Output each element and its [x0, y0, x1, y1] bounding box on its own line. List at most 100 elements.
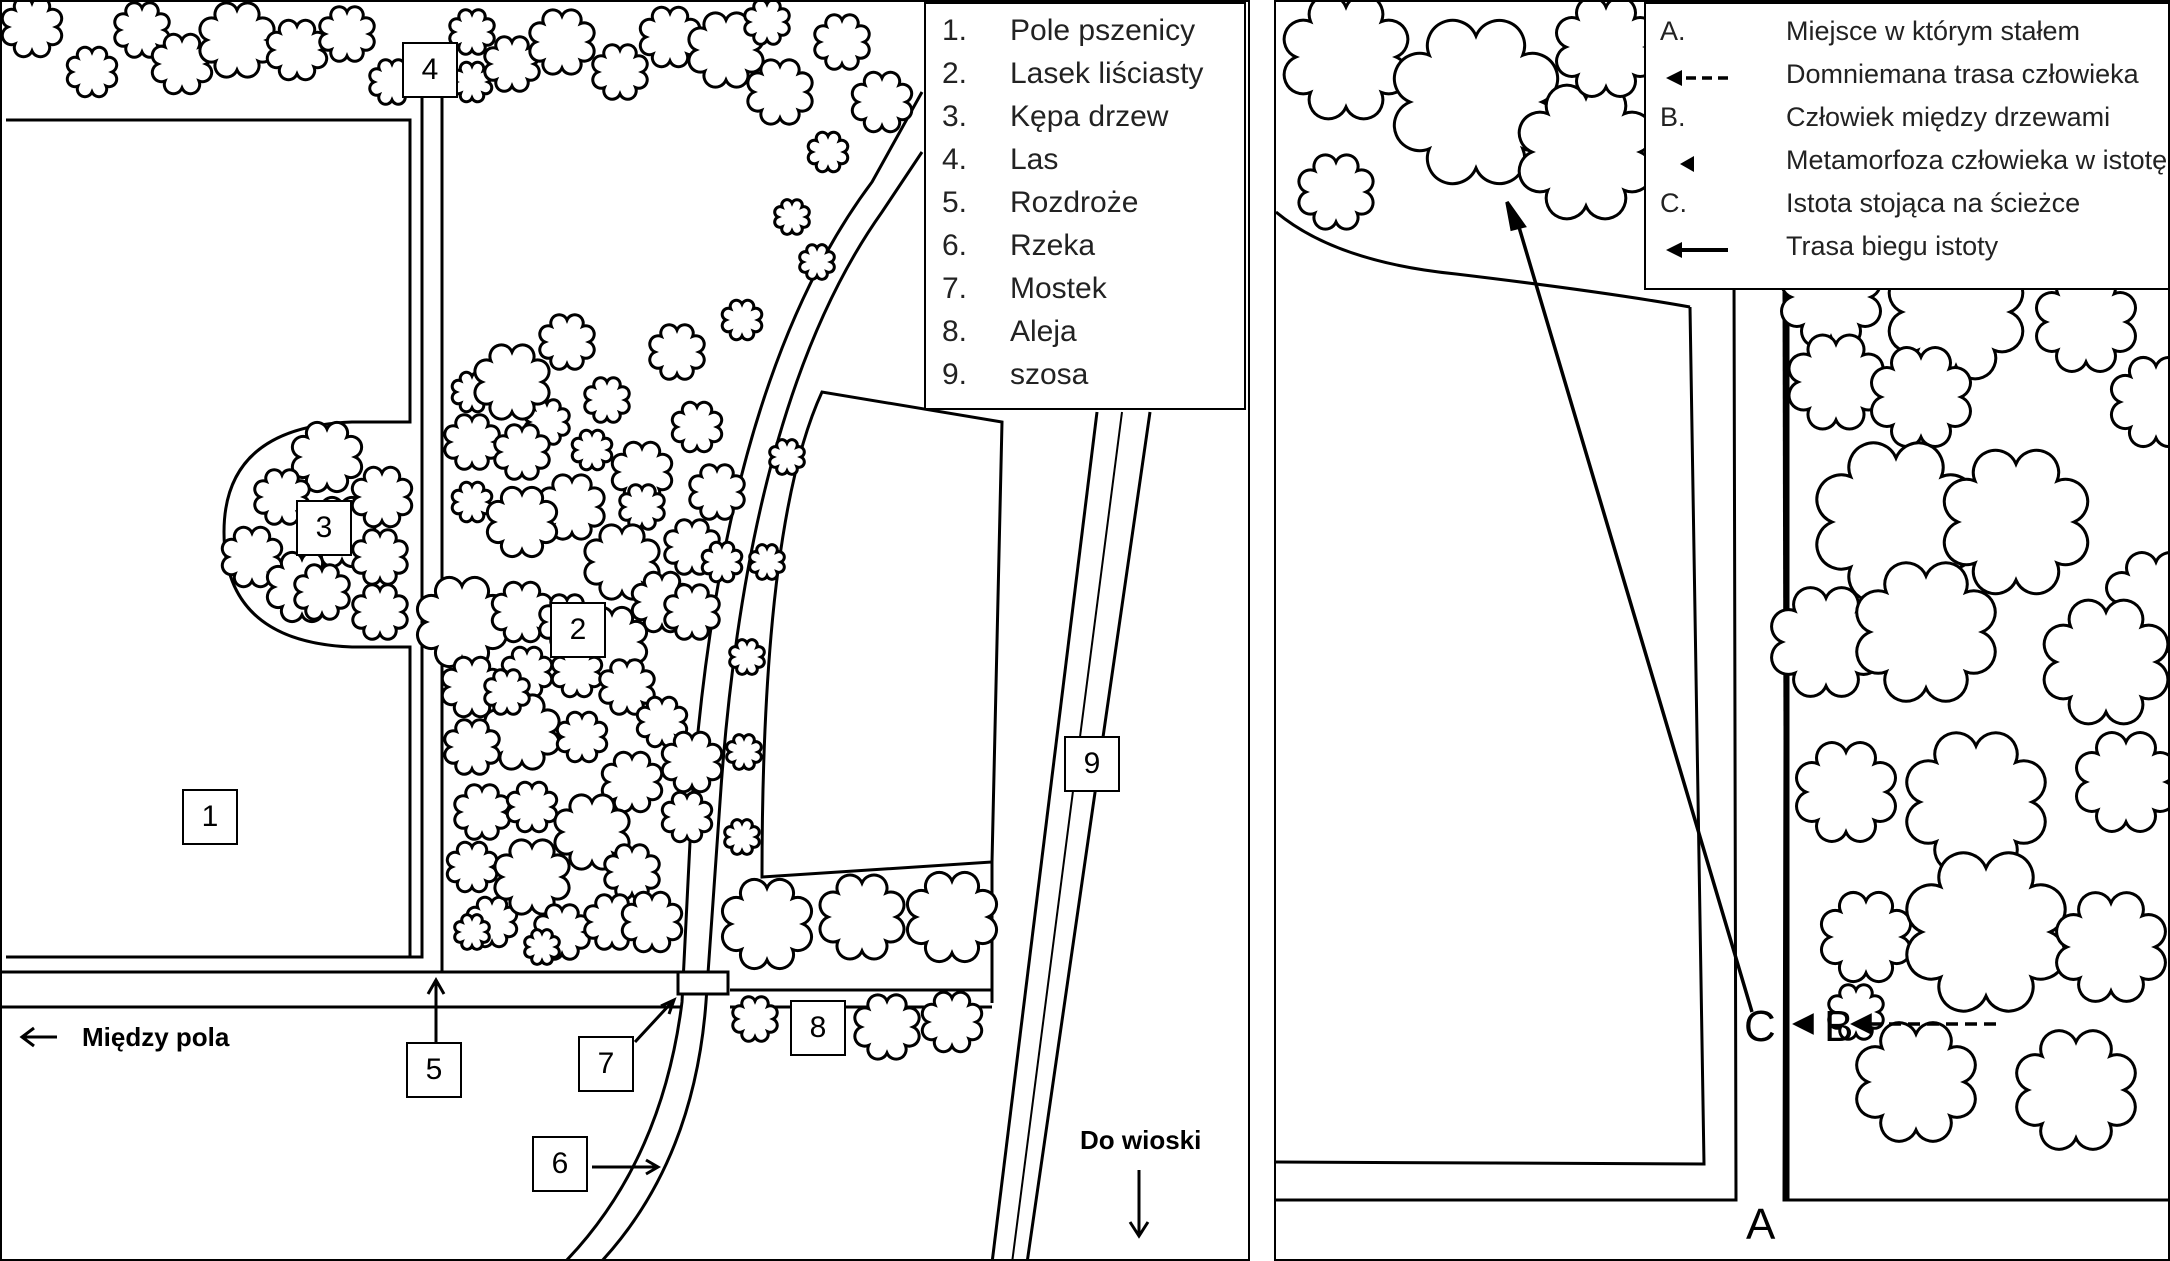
right-legend-label: Trasa biegu istoty: [1786, 231, 1999, 261]
left-tree-icon: [806, 130, 850, 174]
left-tree-icon: [65, 45, 119, 99]
left-legend-number: 2.: [942, 57, 968, 90]
left-tree-icon: [746, 58, 814, 126]
left-legend-label: Aleja: [1010, 315, 1077, 348]
left-legend-label: Rozdroże: [1010, 186, 1139, 219]
right-tree-icon: [1855, 1021, 1977, 1143]
left-legend-row: 6.Rzeka: [926, 229, 1244, 271]
left-tree-icon: [773, 198, 811, 236]
right-tree-icon: [2075, 731, 2168, 833]
left-tree-icon: [485, 485, 559, 559]
right-tree-icon: [2109, 355, 2168, 449]
field-outline: [1276, 306, 1706, 1166]
left-tree-icon: [443, 718, 501, 776]
label-7: 7: [578, 1036, 634, 1092]
right-legend-row: Domniemana trasa człowieka: [1646, 59, 2168, 101]
left-tree-icon: [350, 465, 414, 529]
right-map-drawing: [1276, 2, 2168, 1202]
creature-run-arrowhead: [1505, 200, 1527, 232]
right-legend-row: A.Miejsce w którym stałem: [1646, 16, 2168, 58]
right-tree-icon: [1282, 2, 1410, 121]
label-3: 3: [296, 500, 352, 556]
left-legend-label: szosa: [1010, 358, 1089, 391]
right-tree-icon: [1942, 448, 2090, 596]
left-map-drawing: [2, 2, 1152, 1259]
left-tree-icon: [670, 400, 724, 454]
left-legend-row: 2.Lasek liściasty: [926, 57, 1244, 99]
arrow-5: [426, 976, 446, 1042]
left-tree-icon: [725, 733, 763, 771]
left-legend-label: Mostek: [1010, 272, 1107, 305]
left-tree-icon: [660, 730, 724, 794]
right-tree-icon: [2015, 1029, 2137, 1151]
left-legend-number: 4.: [942, 143, 968, 176]
left-tree-icon: [591, 43, 649, 101]
man-route-arrowhead: [1850, 1013, 1872, 1035]
left-legend-number: 3.: [942, 100, 968, 133]
left-legend-row: 8. Aleja: [926, 315, 1244, 357]
right-tree-icon: [1770, 586, 1882, 698]
right-legend-label: Człowiek między drzewami: [1786, 102, 2111, 132]
highway-right: [1026, 411, 1152, 1259]
right-legend-label: Metamorfoza człowieka w istotę: [1786, 145, 2168, 175]
triangle-icon: [1680, 156, 1694, 172]
arrow-between-fields: [19, 1026, 57, 1048]
left-tree-icon: [748, 543, 786, 581]
right-tree-icon: [1855, 561, 1997, 703]
label-9: 9: [1064, 736, 1120, 792]
right-tree-icon: [2055, 891, 2167, 1003]
left-tree-icon: [493, 423, 551, 481]
left-legend-number: 8.: [942, 315, 968, 348]
left-tree-icon: [528, 8, 596, 76]
left-tree-icon: [290, 420, 364, 494]
left-tree-icon: [483, 668, 531, 716]
left-tree-icon: [648, 323, 706, 381]
left-tree-icon: [813, 13, 871, 71]
left-tree-icon: [453, 913, 491, 951]
left-tree-icon: [618, 483, 666, 531]
right-legend-row: B.Człowiek między drzewami: [1646, 102, 2168, 144]
left-tree-icon: [743, 2, 791, 46]
left-legend-label: Pole pszenicy: [1010, 14, 1196, 47]
right-tree-icon: [1819, 890, 1913, 984]
left-tree-icon: [538, 313, 596, 371]
left-legend-label: Rzeka: [1010, 229, 1096, 262]
right-legend-row: C.Istota stojąca na ścieżce: [1646, 188, 2168, 230]
river-left-bank: [565, 91, 924, 1259]
wheat-field-road-edge: [6, 95, 424, 959]
road-left-edge: [1276, 271, 1738, 1202]
left-tree-icon: [731, 995, 779, 1043]
left-tree-icon: [523, 928, 561, 966]
right-legend-label: Domniemana trasa człowieka: [1786, 59, 2139, 89]
left-tree-icon: [798, 243, 836, 281]
left-legend-row: 7. Mostek: [926, 272, 1244, 314]
left-legend-row: 1.Pole pszenicy: [926, 14, 1244, 56]
highway-mid: [1011, 411, 1123, 1259]
creature-run-arrow: [1514, 216, 1754, 1013]
to-village-label: Do wioski: [1080, 1125, 1202, 1155]
right-tree-icon: [2042, 598, 2168, 726]
left-legend-row: 3.Kępa drzew: [926, 100, 1244, 142]
left-tree-icon: [768, 438, 806, 476]
field-top-edge: [1276, 210, 1691, 309]
left-tree-icon: [293, 563, 351, 621]
left-tree-icon: [150, 32, 214, 96]
right-tree-icon: [1297, 153, 1375, 231]
left-legend-row: 9.szosa: [926, 358, 1244, 400]
left-tree-icon: [351, 528, 409, 586]
between-fields-label: Między pola: [82, 1022, 230, 1052]
label-6: 6: [532, 1136, 588, 1192]
left-tree-icon: [638, 5, 702, 69]
bridge: [676, 970, 730, 996]
left-tree-icon: [920, 990, 984, 1054]
arrow-6: [592, 1158, 661, 1176]
arrow-7: [633, 997, 677, 1044]
left-tree-icon: [445, 840, 499, 894]
left-tree-icon: [853, 993, 921, 1061]
left-legend-number: 7.: [942, 272, 968, 305]
right-tree-icon: [1555, 2, 1657, 98]
right-tree-icon: [1795, 741, 1897, 843]
